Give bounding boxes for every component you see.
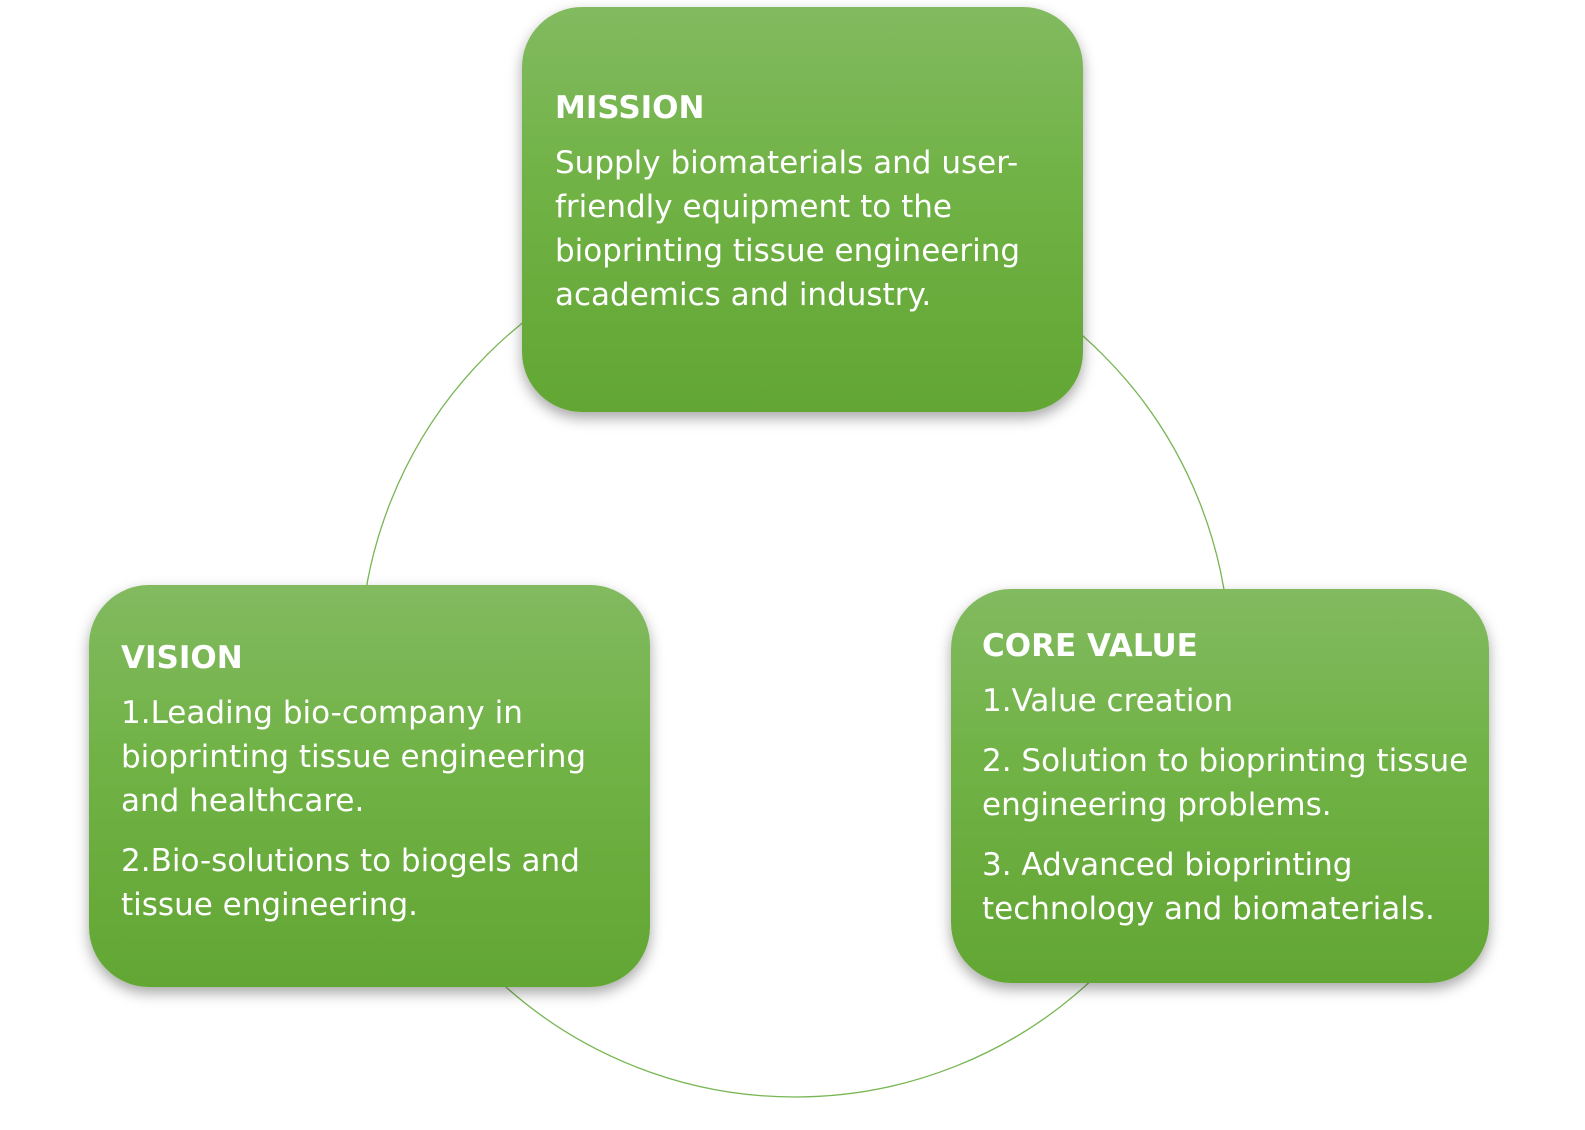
vision-item: 2.Bio-solutions to biogels and tissue en… (121, 843, 580, 923)
mission-box: MISSION Supply biomaterials and user-fri… (522, 7, 1083, 412)
core-value-item: 1.Value creation (982, 683, 1234, 719)
mission-title: MISSION (555, 90, 705, 126)
core-value-title: CORE VALUE (982, 628, 1198, 664)
core-value-item: 3. Advanced bioprinting technology and b… (982, 847, 1435, 927)
mission-text: Supply biomaterials and user-friendly eq… (555, 145, 1021, 313)
vision-list: 1.Leading bio-company in bioprinting tis… (121, 691, 616, 927)
vision-title: VISION (121, 640, 243, 676)
vision-item: 1.Leading bio-company in bioprinting tis… (121, 695, 587, 819)
core-value-item: 2. Solution to bioprinting tissue engine… (982, 743, 1469, 823)
core-value-list: 1.Value creation 2. Solution to bioprint… (982, 679, 1469, 931)
core-value-box: CORE VALUE 1.Value creation 2. Solution … (951, 589, 1489, 983)
vision-box: VISION 1.Leading bio-company in bioprint… (89, 585, 650, 987)
